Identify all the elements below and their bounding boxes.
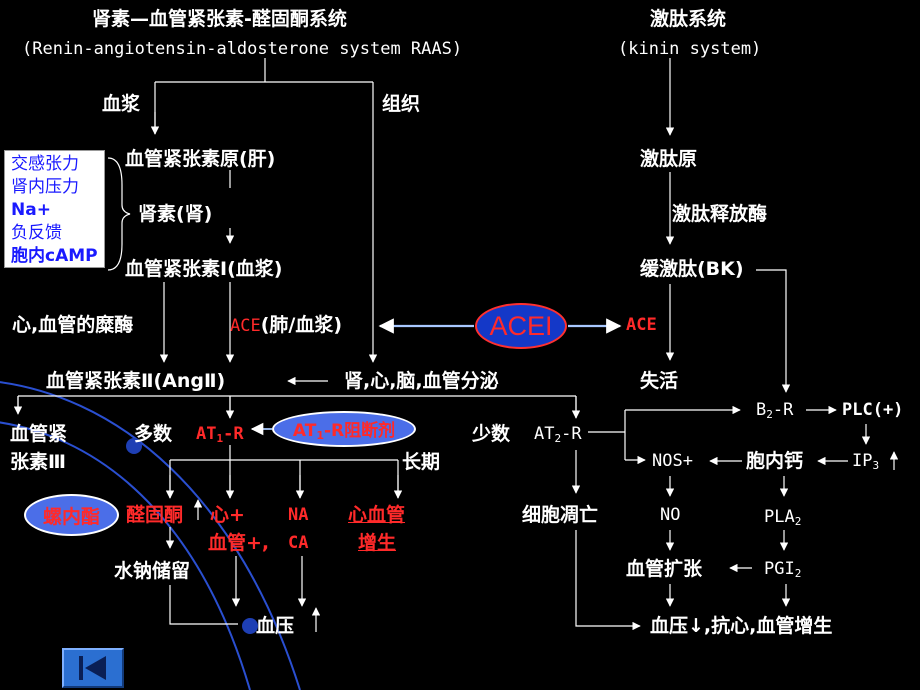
pgi2-sub: 2 — [794, 567, 802, 580]
node-remodel-top: 心血管 — [348, 504, 406, 526]
node-ca: CA — [288, 533, 309, 553]
node-heart-plus: 心+ — [210, 504, 245, 526]
label-minority: 少数 — [472, 423, 511, 445]
node-plc: PLC(+) — [842, 400, 904, 420]
pla2-sub: 2 — [794, 515, 802, 528]
node-b2r: B2-R — [756, 399, 793, 426]
decor-dot-upper — [126, 438, 142, 454]
node-chymase: 心,血管的糜酶 — [12, 314, 134, 336]
connectors — [13, 58, 899, 632]
at1r-sub: 1 — [216, 432, 224, 445]
node-ang2: 血管紧张素Ⅱ(AngⅡ) — [46, 370, 226, 392]
factor-sympathetic: 交感张力 — [11, 154, 79, 174]
factor-camp: 胞内cAMP — [11, 246, 98, 266]
line-water-bp — [169, 585, 238, 625]
node-bp: 血压 — [256, 615, 295, 637]
raas-title: 肾素—血管紧张素-醛固酮系统 — [92, 8, 347, 30]
node-ace-kinin: ACE — [626, 315, 657, 335]
factor-sodium: Na+ — [11, 200, 51, 220]
factor-negative-feedback: 负反馈 — [11, 223, 62, 243]
at2r-sub: 2 — [554, 432, 562, 445]
spironolactone-label: 螺内酯 — [42, 505, 100, 528]
node-tissue-sources: 肾,心,脑,血管分泌 — [344, 370, 499, 392]
at2r-tail: -R — [561, 424, 582, 444]
at1r-main: AT — [196, 424, 217, 444]
node-ang3-bottom: 张素Ⅲ — [10, 451, 66, 473]
at2r-main: AT — [534, 424, 555, 444]
node-kallikrein: 激肽释放酶 — [672, 203, 768, 225]
acei-label: ACEI — [489, 310, 553, 341]
node-vasodilation: 血管扩张 — [626, 558, 703, 580]
node-renin: 肾素(肾) — [138, 203, 213, 225]
at1-distribution — [169, 445, 399, 498]
node-intracellular-ca: 胞内钙 — [746, 450, 804, 472]
ip3-main: IP — [852, 451, 873, 471]
kinin-title: 激肽系统 — [650, 8, 727, 30]
ace-lung-label: ACE — [230, 316, 261, 336]
node-water-sodium: 水钠储留 — [114, 560, 191, 582]
node-inactive: 失活 — [640, 370, 679, 392]
raas-split — [154, 58, 373, 134]
node-ace-lung: ACE(肺/血浆) — [230, 314, 342, 337]
node-pgi2: PGI2 — [764, 558, 801, 585]
node-nos: NOS+ — [652, 451, 693, 471]
decor-dot-lower — [242, 618, 258, 634]
node-at2r: AT2-R — [534, 423, 582, 450]
at1-blocker-badge: AT1-R阻断剂 — [272, 411, 416, 447]
node-final-effects: 血压↓,抗心,血管增生 — [650, 615, 833, 637]
b2r-tail: -R — [772, 400, 794, 420]
decor-arc-inner — [0, 421, 251, 690]
node-ang1: 血管紧张素Ⅰ(血浆) — [125, 258, 283, 280]
at1r-tail: -R — [223, 424, 244, 444]
label-tissue: 组织 — [382, 93, 421, 115]
ace-lung-suffix: (肺/血浆) — [260, 314, 343, 336]
regulating-factors-box: 交感张力 肾内压力 Na+ 负反馈 胞内cAMP — [4, 150, 105, 268]
line-bk-b2r — [756, 269, 791, 393]
node-pla2: PLA2 — [764, 506, 801, 533]
at1-blocker-label: AT1-R阻断剂 — [292, 421, 396, 442]
kinin-subtitle: (kinin system) — [618, 39, 762, 59]
skip-to-start-icon — [79, 656, 106, 680]
line-at2-bottom — [575, 530, 641, 631]
node-kininogen: 激肽原 — [640, 148, 698, 170]
node-ip3: IP3 — [852, 450, 879, 477]
node-bradykinin: 缓激肽(BK) — [640, 258, 744, 280]
label-majority: 多数 — [134, 423, 173, 445]
node-no: NO — [660, 505, 681, 525]
label-long-term: 长期 — [402, 451, 441, 473]
label-plasma: 血浆 — [102, 93, 141, 115]
node-vessel-plus: 血管+, — [208, 532, 270, 554]
ip3-sub: 3 — [872, 459, 880, 472]
spironolactone-badge: 螺内酯 — [24, 494, 119, 536]
raas-subtitle: (Renin-angiotensin-aldosterone system RA… — [22, 39, 463, 59]
factor-brace — [107, 157, 131, 271]
pla2-main: PLA — [764, 507, 795, 527]
factor-renal-pressure: 肾内压力 — [11, 177, 79, 197]
b2r-main: B — [756, 400, 767, 420]
node-at1r: AT1-R — [196, 423, 244, 450]
node-aldosterone: 醛固酮 — [126, 504, 184, 526]
node-angiotensinogen: 血管紧张素原(肝) — [125, 148, 276, 170]
b2r-sub: 2 — [766, 408, 773, 421]
acei-badge: ACEI — [475, 303, 567, 349]
node-na: NA — [288, 505, 309, 525]
pgi2-main: PGI — [764, 559, 795, 579]
back-button[interactable] — [62, 648, 124, 688]
node-remodel-bottom: 增生 — [358, 532, 397, 554]
at2-bracket — [588, 410, 626, 460]
node-apoptosis: 细胞凋亡 — [522, 504, 599, 526]
node-ang3-top: 血管紧 — [10, 423, 68, 445]
